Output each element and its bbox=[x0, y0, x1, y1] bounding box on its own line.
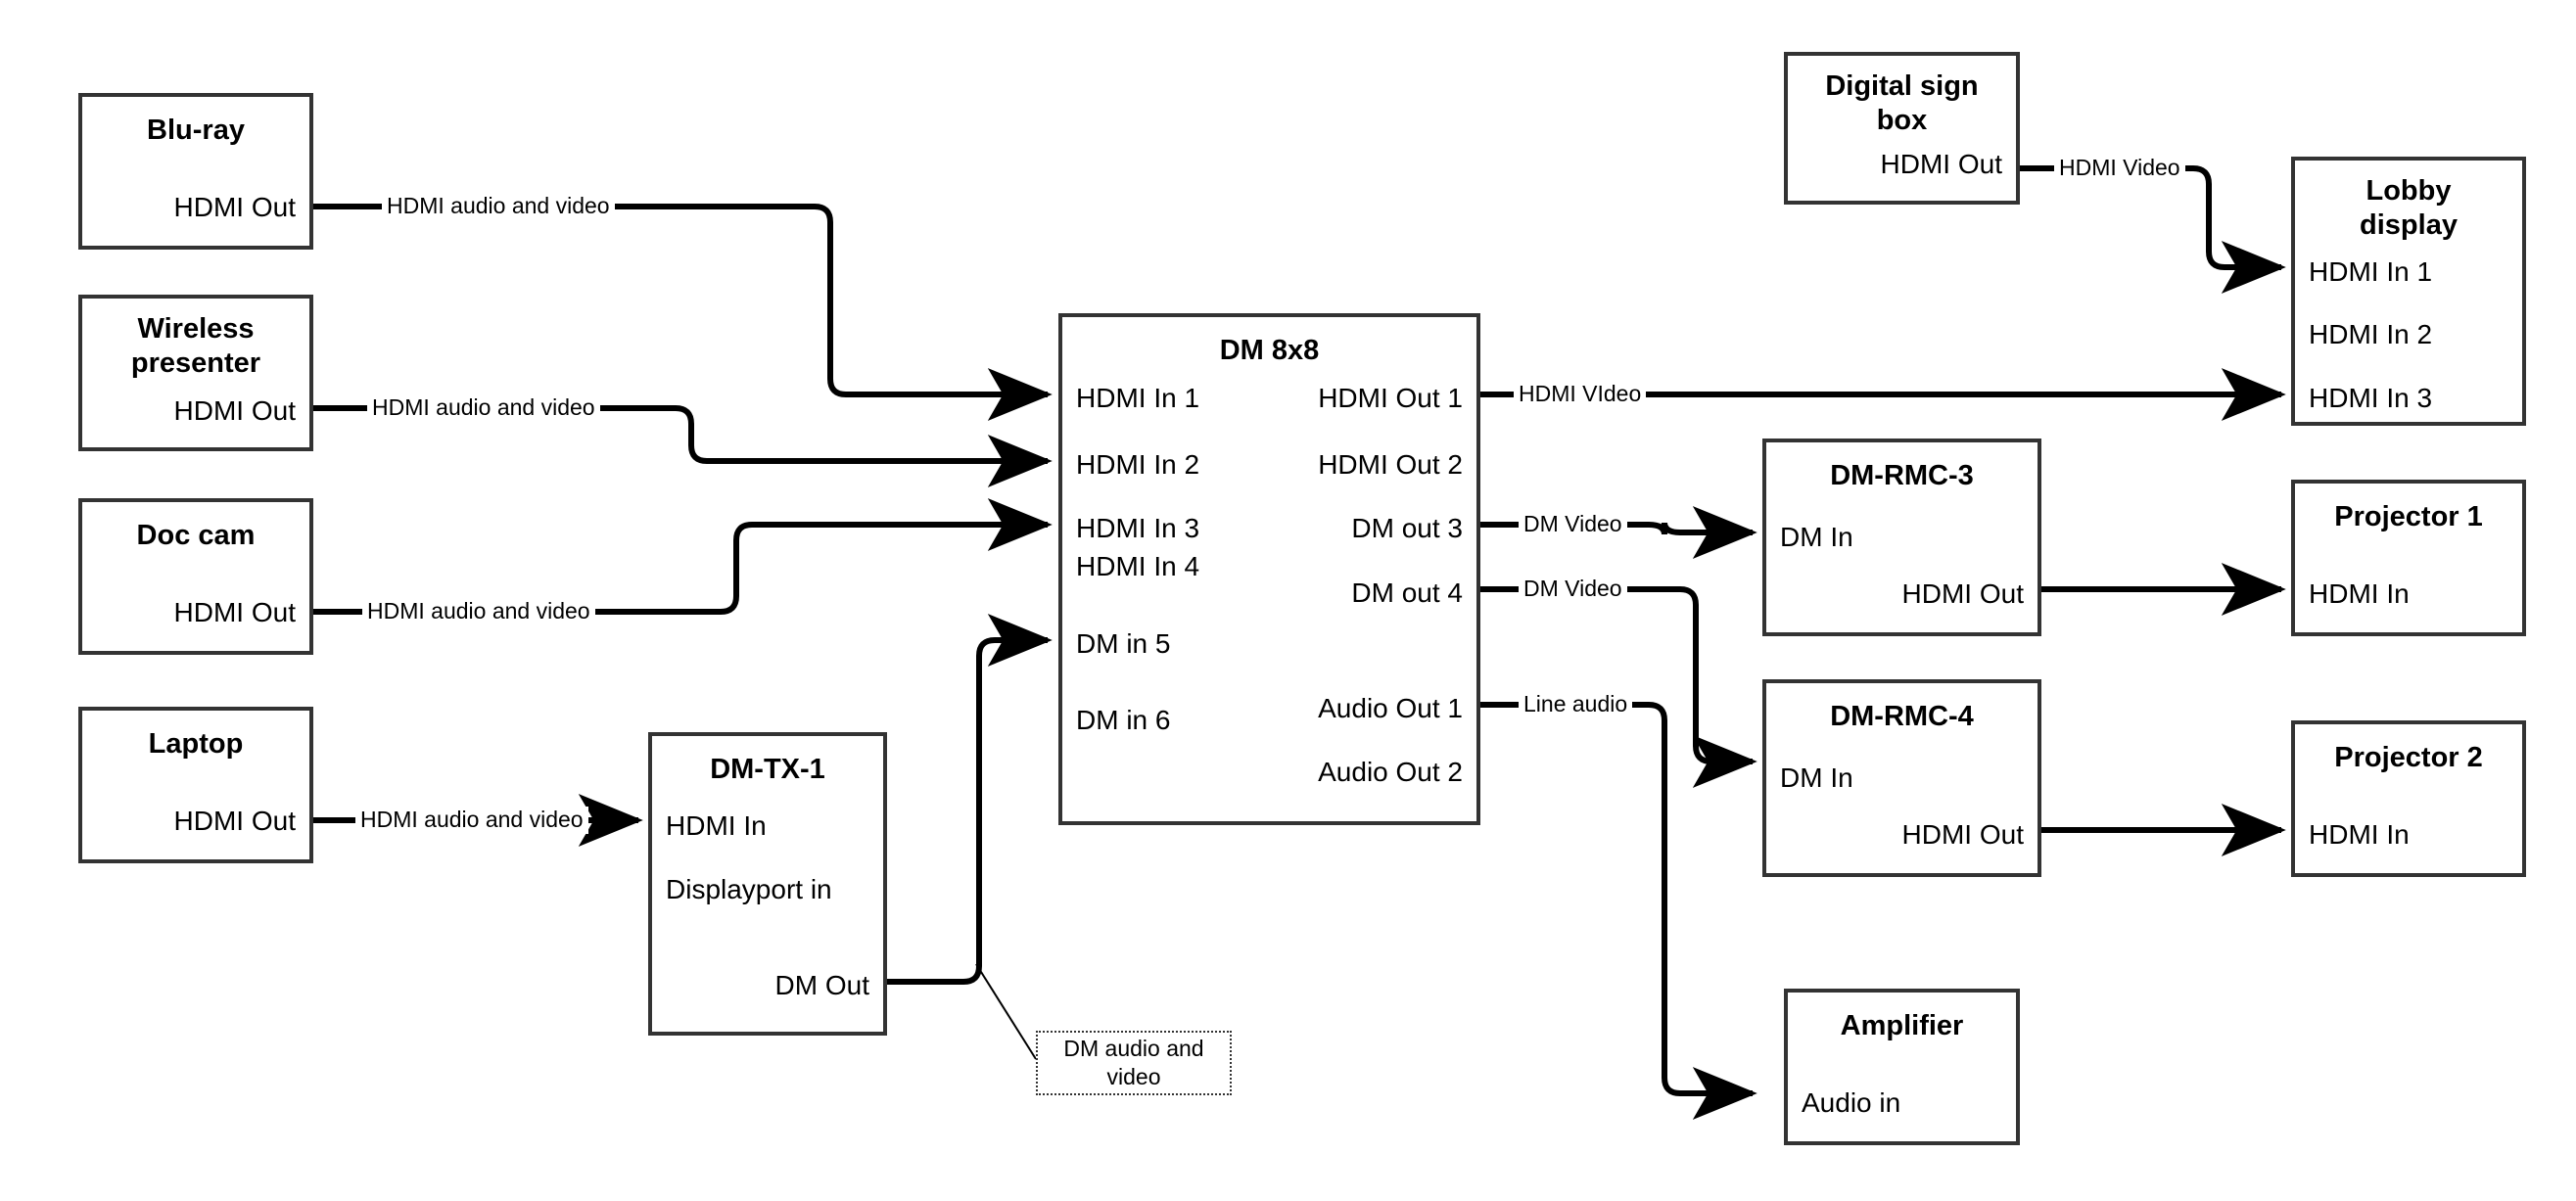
node-lobby-display-title: Lobby display bbox=[2360, 175, 2458, 242]
node-laptop-port-hdmi-out[interactable]: HDMI Out bbox=[173, 806, 296, 836]
edge-label-dm8x8-audioout1-to-amplifier: Line audio bbox=[1519, 691, 1633, 718]
node-amplifier-port-audio-in[interactable]: Audio in bbox=[1802, 1087, 1901, 1118]
node-projector-2[interactable]: Projector 2 HDMI In bbox=[2291, 720, 2526, 877]
node-dm-rmc-4[interactable]: DM-RMC-4 DM In HDMI Out bbox=[1762, 679, 2041, 877]
node-projector-1-port-hdmi-in[interactable]: HDMI In bbox=[2309, 578, 2410, 609]
edge-label-bluray-to-dm8x8-in1: HDMI audio and video bbox=[382, 193, 615, 220]
edge-label-doccam-to-dm8x8-in3: HDMI audio and video bbox=[362, 598, 595, 625]
node-dm-rmc-4-title: DM-RMC-4 bbox=[1830, 701, 1974, 732]
node-dm-tx-1-title: DM-TX-1 bbox=[710, 754, 825, 785]
node-projector-2-title: Projector 2 bbox=[2334, 742, 2483, 773]
edge-label-dm8x8-dmout4-to-dmrmc4: DM Video bbox=[1519, 576, 1627, 603]
node-dm-8x8-port-dm-in-6[interactable]: DM in 6 bbox=[1076, 705, 1171, 735]
node-dm-rmc-4-port-dm-in[interactable]: DM In bbox=[1780, 762, 1853, 793]
node-dm-rmc-3-title: DM-RMC-3 bbox=[1830, 460, 1974, 491]
node-projector-1[interactable]: Projector 1 HDMI In bbox=[2291, 480, 2526, 636]
node-lobby-display[interactable]: Lobby display HDMI In 1 HDMI In 2 HDMI I… bbox=[2291, 157, 2526, 426]
edge-label-dm8x8-dmout3-to-dmrmc3: DM Video bbox=[1519, 511, 1627, 538]
wire-digitalsign-to-lobby-in1 bbox=[2020, 165, 2286, 294]
node-bluray[interactable]: Blu-ray HDMI Out bbox=[78, 93, 313, 250]
node-lobby-display-port-hdmi-in-3[interactable]: HDMI In 3 bbox=[2309, 383, 2433, 413]
node-dm-rmc-3-port-hdmi-out[interactable]: HDMI Out bbox=[1901, 578, 2024, 609]
node-dm-8x8-port-dm-out-4[interactable]: DM out 4 bbox=[1351, 577, 1463, 608]
node-wireless-presenter-port-hdmi-out[interactable]: HDMI Out bbox=[173, 395, 296, 426]
edge-label-dm8x8-hdmiout1-to-lobby: HDMI VIdeo bbox=[1514, 381, 1647, 408]
node-lobby-display-port-hdmi-in-2[interactable]: HDMI In 2 bbox=[2309, 319, 2433, 349]
node-dm-8x8-port-hdmi-in-1[interactable]: HDMI In 1 bbox=[1076, 383, 1200, 413]
node-dm-8x8-port-dm-in-5[interactable]: DM in 5 bbox=[1076, 628, 1171, 659]
node-dm-8x8-port-hdmi-in-2[interactable]: HDMI In 2 bbox=[1076, 449, 1200, 480]
node-projector-1-title: Projector 1 bbox=[2334, 501, 2483, 532]
node-dm-tx-1[interactable]: DM-TX-1 HDMI In Displayport in DM Out bbox=[648, 732, 887, 1036]
node-doc-cam[interactable]: Doc cam HDMI Out bbox=[78, 498, 313, 655]
edge-label-wireless-to-dm8x8-in2: HDMI audio and video bbox=[367, 394, 600, 422]
edge-label-laptop-to-dmtx1: HDMI audio and video bbox=[355, 807, 588, 834]
node-laptop-title: Laptop bbox=[148, 728, 244, 760]
node-doc-cam-title: Doc cam bbox=[136, 520, 256, 551]
node-doc-cam-port-hdmi-out[interactable]: HDMI Out bbox=[173, 597, 296, 627]
node-dm-8x8[interactable]: DM 8x8 HDMI In 1 HDMI In 2 HDMI In 3 HDM… bbox=[1058, 313, 1480, 825]
node-projector-2-port-hdmi-in[interactable]: HDMI In bbox=[2309, 819, 2410, 850]
node-lobby-display-port-hdmi-in-1[interactable]: HDMI In 1 bbox=[2309, 256, 2433, 287]
node-dm-8x8-port-hdmi-in-4[interactable]: HDMI In 4 bbox=[1076, 551, 1200, 581]
node-dm-8x8-title: DM 8x8 bbox=[1219, 335, 1320, 366]
node-digital-sign-box[interactable]: Digital sign box HDMI Out bbox=[1784, 52, 2020, 205]
node-dm-8x8-port-audio-out-2[interactable]: Audio Out 2 bbox=[1318, 757, 1463, 787]
node-dm-rmc-4-port-hdmi-out[interactable]: HDMI Out bbox=[1901, 819, 2024, 850]
node-dm-8x8-port-hdmi-out-2[interactable]: HDMI Out 2 bbox=[1318, 449, 1463, 480]
node-amplifier[interactable]: Amplifier Audio in bbox=[1784, 989, 2020, 1145]
node-dm-tx-1-port-dm-out[interactable]: DM Out bbox=[774, 970, 869, 1000]
node-dm-8x8-port-dm-out-3[interactable]: DM out 3 bbox=[1351, 513, 1463, 543]
node-dm-rmc-3[interactable]: DM-RMC-3 DM In HDMI Out bbox=[1762, 439, 2041, 636]
node-bluray-title: Blu-ray bbox=[147, 115, 245, 146]
node-dm-8x8-port-hdmi-in-3[interactable]: HDMI In 3 bbox=[1076, 513, 1200, 543]
note-dm-audio-and-video-text: DM audio and video bbox=[1063, 1036, 1204, 1089]
node-dm-rmc-3-port-dm-in[interactable]: DM In bbox=[1780, 522, 1853, 552]
note-dm-audio-and-video: DM audio and video bbox=[1036, 1031, 1232, 1095]
node-digital-sign-box-port-hdmi-out[interactable]: HDMI Out bbox=[1880, 149, 2002, 179]
edge-label-digitalsign-to-lobby: HDMI Video bbox=[2054, 155, 2185, 182]
wire-dmtx1-to-dm8x8-in5 bbox=[887, 614, 1053, 985]
node-dm-tx-1-port-displayport-in[interactable]: Displayport in bbox=[666, 874, 832, 904]
node-amplifier-title: Amplifier bbox=[1840, 1010, 1964, 1041]
node-wireless-presenter-title: Wireless presenter bbox=[130, 313, 261, 380]
wire-dm8x8-audioout1-to-amplifier bbox=[1480, 702, 1757, 1120]
node-bluray-port-hdmi-out[interactable]: HDMI Out bbox=[173, 192, 296, 222]
node-laptop[interactable]: Laptop HDMI Out bbox=[78, 707, 313, 863]
node-wireless-presenter[interactable]: Wireless presenter HDMI Out bbox=[78, 295, 313, 451]
node-digital-sign-box-title: Digital sign box bbox=[1825, 70, 1979, 137]
leader-line-dm-cable-note bbox=[975, 963, 1037, 1060]
node-dm-8x8-port-hdmi-out-1[interactable]: HDMI Out 1 bbox=[1318, 383, 1463, 413]
wire-dm8x8-dmout4-to-dmrmc4 bbox=[1480, 586, 1757, 788]
node-dm-8x8-port-audio-out-1[interactable]: Audio Out 1 bbox=[1318, 693, 1463, 723]
wire-bluray-to-dm8x8-in1 bbox=[313, 204, 1053, 421]
node-dm-tx-1-port-hdmi-in[interactable]: HDMI In bbox=[666, 810, 767, 841]
